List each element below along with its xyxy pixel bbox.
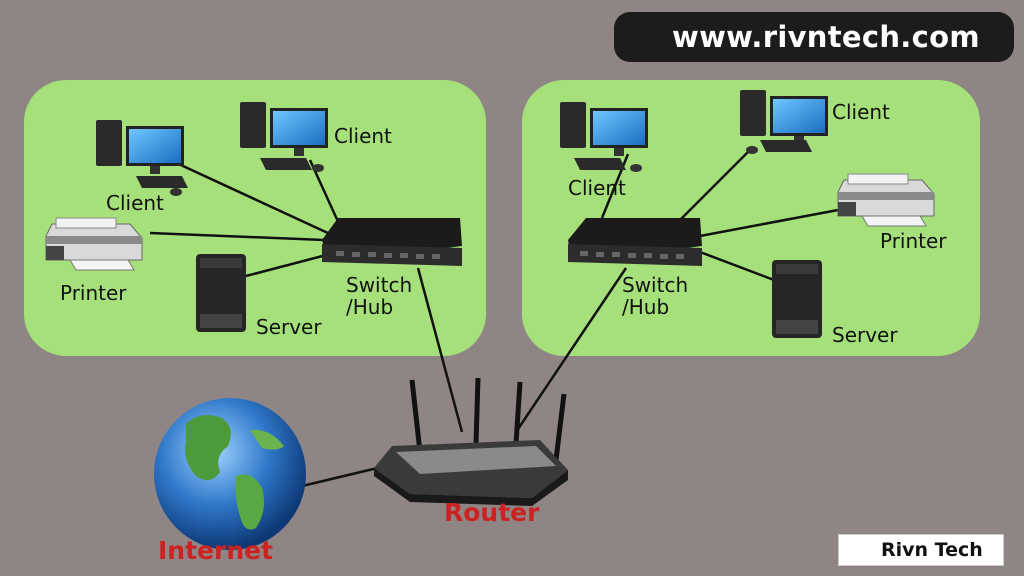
- left-client-b-label: Client: [334, 124, 392, 148]
- left-switch-icon: [322, 218, 462, 266]
- link-right-server: [699, 250, 775, 282]
- internet-label: Internet: [158, 536, 274, 565]
- link-right-printer: [699, 208, 839, 238]
- right-client-a-label: Client: [568, 176, 626, 200]
- link-right-client-b: [679, 147, 753, 221]
- link-left-switch-router: [416, 267, 464, 433]
- right-switch-icon: [568, 218, 702, 266]
- router-label: Router: [444, 498, 540, 527]
- link-left-printer: [149, 231, 325, 242]
- right-server-icon: [772, 260, 822, 338]
- right-printer-icon: [837, 173, 935, 227]
- link-right-client-a: [600, 153, 630, 219]
- link-left-server: [245, 252, 331, 278]
- right-printer-label: Printer: [880, 229, 947, 253]
- internet-globe-icon: [154, 398, 306, 550]
- left-server-label: Server: [256, 315, 322, 339]
- left-switch-label: Switch /Hub: [346, 273, 413, 319]
- right-client-b-label: Client: [832, 100, 890, 124]
- right-server-label: Server: [832, 323, 898, 347]
- channel-badge: Rivn Tech: [838, 534, 1004, 566]
- left-client-b-icon: [240, 102, 328, 172]
- left-client-a-label: Client: [106, 191, 164, 215]
- left-printer-label: Printer: [60, 281, 127, 305]
- channel-name: Rivn Tech: [881, 539, 983, 561]
- router-icon: [374, 377, 568, 506]
- left-server-icon: [196, 254, 246, 332]
- website-banner: www.rivntech.com: [614, 12, 1014, 62]
- right-switch-label: Switch /Hub: [622, 273, 689, 319]
- website-url: www.rivntech.com: [672, 20, 980, 54]
- brand-logo-spacer: [624, 17, 664, 57]
- left-printer-icon: [45, 217, 143, 271]
- right-client-a-icon: [560, 102, 648, 172]
- right-client-b-icon: [740, 90, 828, 154]
- left-client-a-icon: [96, 120, 188, 196]
- link-right-switch-router: [514, 267, 628, 433]
- connection-lines: [149, 147, 839, 488]
- link-router-internet: [301, 464, 387, 488]
- link-left-client-a: [169, 158, 331, 236]
